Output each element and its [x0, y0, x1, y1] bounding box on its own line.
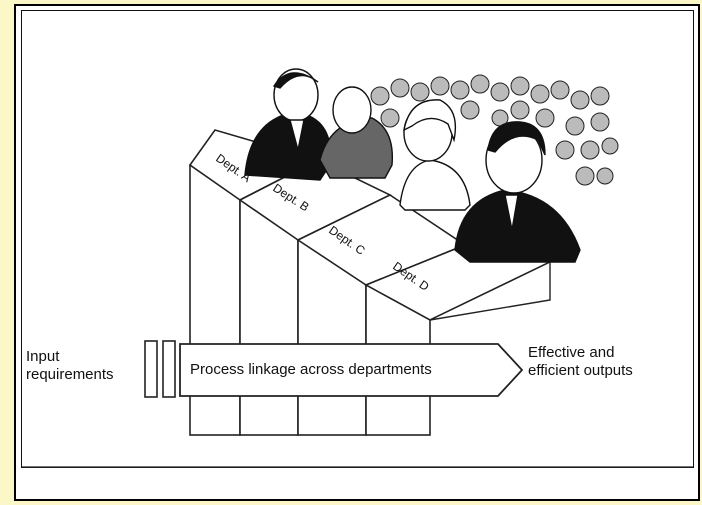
dept-b-column [239, 199, 299, 436]
output-label: Effective and efficient outputs [528, 344, 633, 379]
process-label: Process linkage across departments [190, 361, 432, 378]
input-bar-1 [144, 340, 158, 398]
input-label: Input requirements [26, 348, 114, 383]
process-arrow [179, 343, 524, 397]
input-bar-2 [162, 340, 176, 398]
crowd-illustration [244, 68, 619, 263]
